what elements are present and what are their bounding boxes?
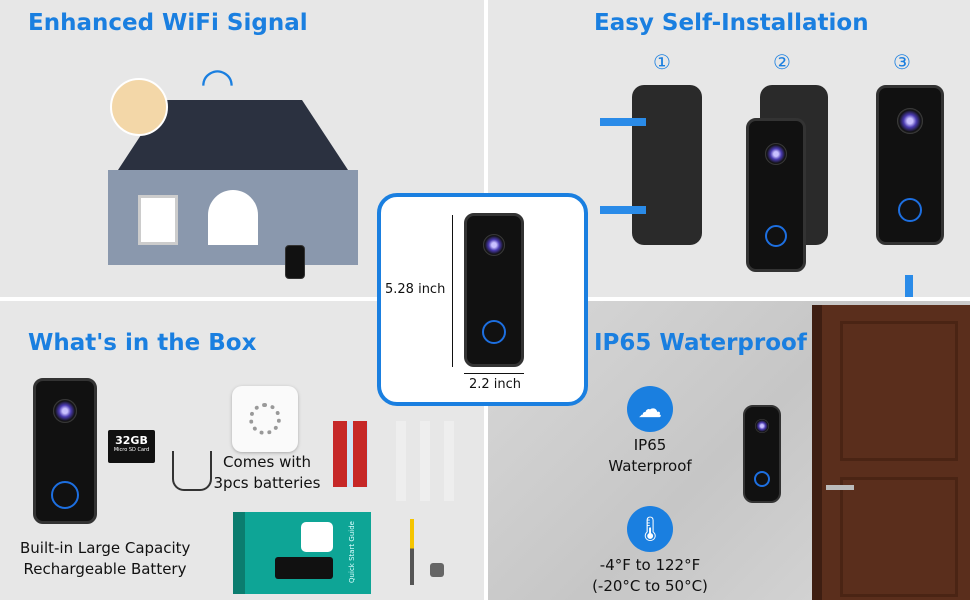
arrow-icon — [600, 118, 646, 126]
usb-cable — [172, 451, 212, 491]
width-line — [464, 373, 524, 374]
step-2: ② — [773, 50, 791, 74]
doorbell-step2 — [746, 118, 806, 272]
arrow-up-icon — [905, 275, 913, 297]
screw — [430, 563, 444, 577]
quick-start-guide: Quick Start Guide — [233, 512, 371, 594]
house-illustration — [98, 100, 368, 265]
thermometer-icon: 🌡 — [627, 506, 673, 552]
waterproof-title: IP65 Waterproof — [594, 330, 807, 356]
door — [812, 305, 970, 600]
doorbell-thumbnail — [285, 245, 305, 279]
mount-plate — [632, 85, 702, 245]
sd-card: 32GB Micro SD Card — [108, 430, 155, 463]
size-box: 5.28 inch 2.2 inch — [377, 193, 588, 406]
box-panel: What's in the Box 32GB Micro SD Card Com… — [0, 301, 484, 600]
width-label: 2.2 inch — [469, 377, 522, 392]
screwdriver — [410, 519, 414, 585]
arrow-icon — [600, 206, 646, 214]
doorbell-wet — [743, 405, 781, 503]
step-3: ③ — [893, 50, 911, 74]
chime-receiver — [232, 386, 298, 452]
doorbell-product — [33, 378, 97, 524]
install-title: Easy Self-Installation — [594, 10, 869, 36]
box-title: What's in the Box — [28, 330, 257, 356]
doorbell-dimensions — [464, 213, 524, 367]
height-line — [452, 215, 453, 367]
rain-cloud-icon: ☁ — [627, 386, 673, 432]
step-1: ① — [653, 50, 671, 74]
wifi-panel: Enhanced WiFi Signal ◠ — [0, 0, 484, 297]
wall-anchors — [396, 421, 466, 501]
temperature-caption: -4°F to 122°F(-20°C to 50°C) — [592, 556, 708, 595]
wifi-icon: ◠ — [200, 60, 235, 106]
height-label: 5.28 inch — [385, 282, 446, 297]
door-handle — [826, 485, 854, 490]
user-avatar — [110, 78, 168, 136]
wifi-title: Enhanced WiFi Signal — [28, 10, 308, 36]
adhesive-strips — [333, 421, 368, 487]
doorbell-step3 — [876, 85, 944, 245]
